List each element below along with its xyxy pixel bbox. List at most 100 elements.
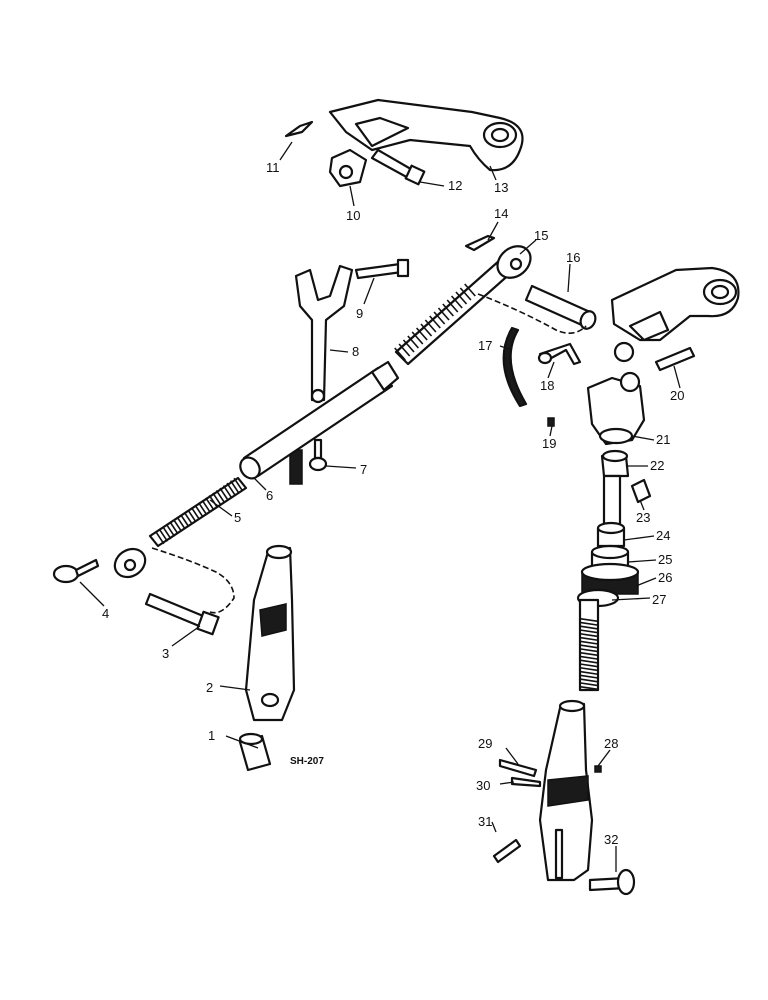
thread-mark xyxy=(233,477,243,491)
thread-mark xyxy=(450,295,463,309)
thread-mark xyxy=(398,343,411,357)
callout-6: 6 xyxy=(266,488,273,503)
thread-mark xyxy=(208,494,218,508)
thread-mark xyxy=(579,659,599,664)
callout-29: 29 xyxy=(478,736,492,751)
bolt-9 xyxy=(354,258,410,280)
fork-arm-8 xyxy=(294,264,354,404)
thread-mark xyxy=(579,666,599,672)
thread-mark xyxy=(215,490,225,503)
nut-22 xyxy=(600,449,630,478)
thread-mark xyxy=(169,521,179,535)
thread-mark xyxy=(429,315,441,329)
callout-labels: 1 2 3 4 5 6 7 8 9 10 11 12 13 14 15 16 1… xyxy=(102,160,684,847)
callout-26: 26 xyxy=(658,570,672,585)
thread-mark xyxy=(415,327,428,341)
callout-24: 24 xyxy=(656,528,670,543)
thread-mark xyxy=(579,636,599,642)
callout-18: 18 xyxy=(540,378,554,393)
thread-mark xyxy=(579,632,599,638)
callout-1: 1 xyxy=(208,728,215,743)
callout-19: 19 xyxy=(542,436,556,451)
thread-mark xyxy=(579,625,599,630)
bush-1 xyxy=(238,732,272,772)
callout-4: 4 xyxy=(102,606,109,621)
nut-23 xyxy=(630,478,652,504)
callout-27: 27 xyxy=(652,592,666,607)
callout-16: 16 xyxy=(566,250,580,265)
callout-15: 15 xyxy=(534,228,548,243)
bolt-7 xyxy=(308,438,328,472)
top-link-rod xyxy=(394,245,532,366)
thread-mark xyxy=(194,504,204,518)
thread-mark xyxy=(219,487,229,501)
thread-mark xyxy=(446,299,459,313)
thread-mark xyxy=(394,347,406,361)
thread-mark xyxy=(226,482,236,496)
leader-lines xyxy=(79,141,681,872)
callout-2: 2 xyxy=(206,680,213,695)
callout-25: 25 xyxy=(658,552,672,567)
callout-7: 7 xyxy=(360,462,367,477)
callout-31: 31 xyxy=(478,814,492,829)
thread-mark xyxy=(411,331,424,345)
thread-mark xyxy=(579,655,599,660)
callout-10: 10 xyxy=(346,208,360,223)
thread-mark xyxy=(579,621,599,626)
threaded-stud xyxy=(289,449,303,485)
thread-mark xyxy=(579,678,599,683)
callout-8: 8 xyxy=(352,344,359,359)
thread-mark xyxy=(579,644,599,649)
split-pin-11 xyxy=(284,120,314,138)
thread-mark xyxy=(464,283,476,297)
split-pin-14 xyxy=(464,234,496,252)
thread-mark xyxy=(180,514,190,528)
thread-mark xyxy=(176,517,186,530)
screw-28 xyxy=(594,765,602,773)
thread-mark xyxy=(420,323,433,337)
spring-26 xyxy=(580,562,640,595)
callout-21: 21 xyxy=(656,432,670,447)
thread-mark xyxy=(579,648,599,653)
thread-mark xyxy=(402,339,415,353)
thread-mark xyxy=(198,502,208,515)
block-part-10 xyxy=(328,148,368,188)
callout-23: 23 xyxy=(636,510,650,525)
thread-mark xyxy=(183,512,193,525)
thread-mark xyxy=(222,485,232,498)
thread-mark xyxy=(187,509,197,523)
housing-21 xyxy=(586,341,646,446)
thread-mark xyxy=(437,307,450,321)
callout-20: 20 xyxy=(670,388,684,403)
thread-mark xyxy=(229,480,239,493)
thread-mark xyxy=(407,335,420,349)
handle-18 xyxy=(537,342,582,366)
callout-13: 13 xyxy=(494,180,508,195)
callout-32: 32 xyxy=(604,832,618,847)
pin-30 xyxy=(510,776,542,788)
reference-code: SH-207 xyxy=(290,756,324,767)
yoke-right xyxy=(538,699,594,882)
thread-mark xyxy=(579,670,599,676)
thread-mark xyxy=(190,507,200,520)
thread-mark xyxy=(424,319,437,333)
thread-mark xyxy=(162,526,172,540)
yoke-2 xyxy=(244,544,296,722)
thread-mark xyxy=(579,629,599,634)
thread-mark xyxy=(433,311,446,325)
thread-mark xyxy=(442,303,455,317)
pin-3 xyxy=(144,592,220,636)
callout-22: 22 xyxy=(650,458,664,473)
callout-28: 28 xyxy=(604,736,618,751)
lift-arm-right xyxy=(610,266,740,342)
callout-11: 11 xyxy=(266,160,280,175)
thread-mark xyxy=(579,674,599,679)
thread-mark xyxy=(579,617,599,623)
thread-mark xyxy=(579,663,599,668)
curved-rod-17 xyxy=(502,326,528,408)
callout-12: 12 xyxy=(448,178,462,193)
thread-mark xyxy=(212,492,222,505)
thread-mark xyxy=(166,524,176,537)
thread-mark xyxy=(459,287,472,301)
callout-14: 14 xyxy=(494,206,508,221)
